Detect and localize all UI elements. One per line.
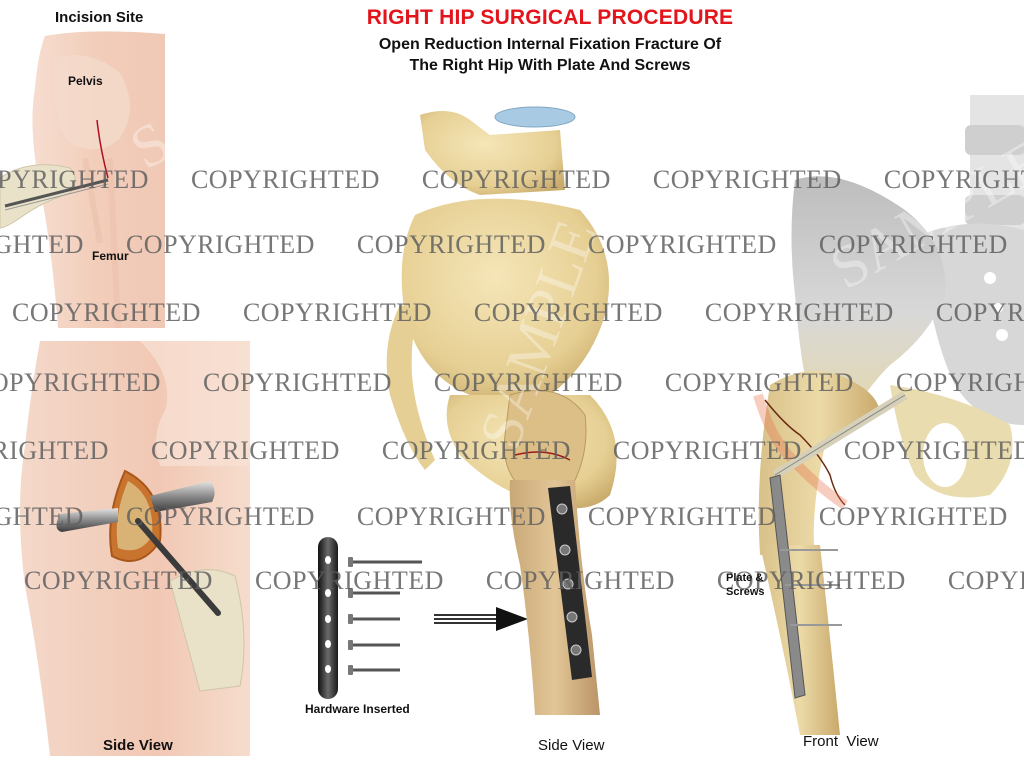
label-pelvis: Pelvis [68, 74, 103, 88]
label-femur: Femur [92, 249, 129, 263]
arrow-right-icon [434, 607, 528, 631]
caption-front-view: Front View [803, 733, 879, 750]
incision-site-heading: Incision Site [55, 9, 144, 26]
front-view-pelvis-illustration [753, 95, 1024, 735]
fracture-line [514, 451, 571, 461]
side-view-pelvis-illustration [386, 106, 617, 715]
hardware-illustration [318, 537, 528, 699]
subtitle-line-2: The Right Hip With Plate And Screws [409, 57, 691, 74]
incision-line [96, 119, 109, 179]
intervertebral-disc [494, 106, 576, 128]
incision-site-illustration [0, 31, 165, 328]
label-plate-and: Plate & [726, 572, 764, 584]
fracture-line-front [764, 399, 846, 506]
page-subtitle: Open Reduction Internal Fixation Fractur… [300, 34, 800, 76]
subtitle-line-1: Open Reduction Internal Fixation Fractur… [378, 36, 722, 53]
page-title: RIGHT HIP SURGICAL PROCEDURE [366, 6, 734, 29]
caption-side-view: Side View [538, 737, 605, 754]
surgical-side-view-illustration [20, 341, 250, 756]
caption-surgical-side-view: Side View [103, 737, 173, 754]
caption-hardware-inserted: Hardware Inserted [305, 702, 410, 716]
front-plate [769, 474, 806, 699]
label-screws: Screws [726, 586, 765, 598]
